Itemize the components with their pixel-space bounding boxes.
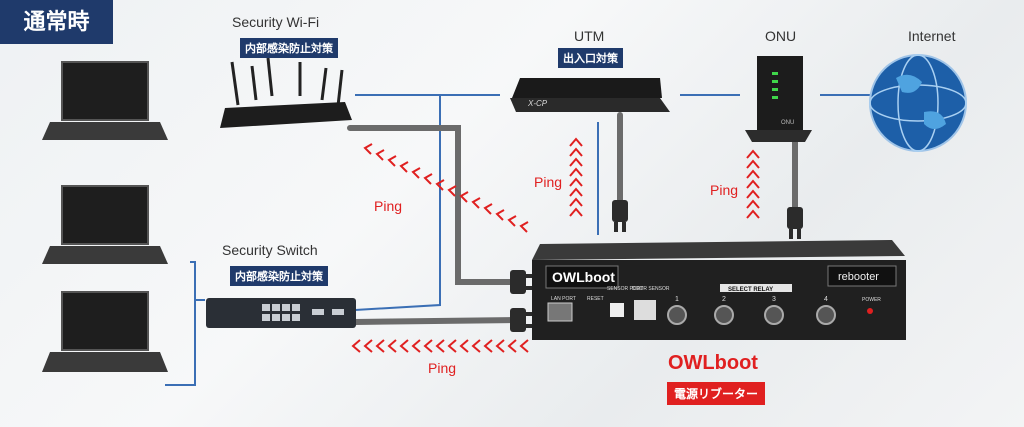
plugs [510, 200, 803, 332]
relay-knob-1 [667, 305, 687, 325]
ping-label-bottom: Ping [428, 360, 457, 376]
relay-knob-4 [816, 305, 836, 325]
internet-title: Internet [908, 28, 956, 44]
ping-chevrons [351, 137, 760, 353]
ping-chevrons-onu [746, 149, 760, 219]
switch-title: Security Switch [222, 242, 318, 258]
security-switch [206, 298, 356, 328]
switch-bracket-link [165, 261, 196, 386]
utm-title: UTM [574, 28, 605, 44]
svg-text:4: 4 [824, 296, 828, 303]
svg-text:LAN PORT: LAN PORT [551, 296, 576, 302]
data-links [165, 94, 870, 386]
laptop-middle [42, 185, 168, 264]
cable-switch [352, 317, 518, 325]
owlboot-tag: rebooter [838, 271, 879, 283]
ping-label-diagonal: Ping [374, 198, 403, 214]
laptop-bottom [42, 291, 168, 372]
relay-knob-2 [714, 305, 734, 325]
laptop-top [42, 61, 168, 140]
wifi-router [220, 57, 352, 128]
laptops [42, 61, 168, 372]
utm-brand-label: X-CP [527, 99, 548, 108]
wifi-title: Security Wi-Fi [232, 14, 320, 30]
onu-device: ONU [745, 56, 812, 142]
owlboot-logo: OWLboot [552, 269, 615, 285]
switch-badge: 内部感染防止対策 [230, 266, 328, 286]
svg-text:SELECT RELAY: SELECT RELAY [728, 287, 773, 293]
power-led [867, 308, 873, 314]
svg-text:RESET: RESET [587, 296, 604, 302]
plug-utm [612, 200, 628, 222]
plug-onu [787, 207, 803, 229]
svg-text:POWER: POWER [862, 297, 881, 303]
plug-switch [510, 308, 526, 332]
ping-chevrons-diagonal [363, 143, 529, 233]
svg-text:1: 1 [675, 296, 679, 303]
svg-text:DOOR SENSOR: DOOR SENSOR [632, 286, 670, 292]
utm-badge: 出入口対策 [558, 48, 623, 68]
svg-text:3: 3 [772, 296, 776, 303]
onu-brand-label: ONU [781, 120, 794, 126]
svg-text:SENSOR PORT: SENSOR PORT [607, 286, 643, 292]
cable-wifi [347, 125, 518, 285]
ping-label-onu: Ping [710, 182, 739, 198]
svg-text:2: 2 [722, 296, 726, 303]
onu-title: ONU [765, 28, 797, 44]
utm-device: X-CP [510, 78, 670, 112]
plug-wifi [510, 270, 526, 294]
ping-chevrons-bottom [351, 339, 529, 353]
ping-label-utm: Ping [534, 174, 563, 190]
mode-label: 通常時 [0, 0, 113, 44]
owlboot-title: OWLboot [668, 352, 758, 374]
wifi-badge: 内部感染防止対策 [240, 38, 338, 58]
owlboot-device: OWLboot rebooter LAN PORT RESET SENSOR P… [532, 240, 906, 340]
owlboot-badge: 電源リブーター [667, 382, 766, 405]
ping-chevrons-utm [569, 137, 583, 217]
relay-knob-3 [764, 305, 784, 325]
globe-icon [869, 54, 967, 152]
link-wifi-switch [354, 95, 441, 311]
power-cables [347, 112, 798, 325]
